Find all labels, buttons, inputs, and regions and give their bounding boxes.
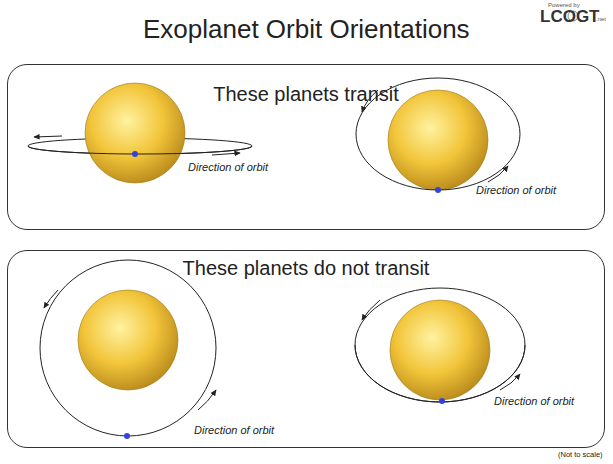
logo-text: LCOGT <box>540 7 600 27</box>
orbit-line <box>28 146 252 154</box>
planet <box>124 433 130 439</box>
planet <box>132 151 138 157</box>
star <box>85 83 185 183</box>
direction-arrow <box>500 374 520 390</box>
star <box>388 90 488 190</box>
diagram-title: Exoplanet Orbit Orientations <box>143 14 470 45</box>
orbit-line <box>355 345 525 402</box>
direction-arrow <box>362 300 380 320</box>
star <box>390 300 490 400</box>
direction-arrow <box>34 136 62 137</box>
orbit-line <box>355 288 525 402</box>
panel-heading: These planets do not transit <box>8 257 604 280</box>
direction-arrow <box>198 390 216 410</box>
panel-box: These planets do not transit <box>7 250 605 448</box>
orbit-line <box>40 260 216 436</box>
direction-label: Direction of orbit <box>188 161 268 173</box>
planet <box>439 398 445 404</box>
panel-box: These planets transit <box>7 64 605 230</box>
logo-text: .net <box>596 16 606 22</box>
panel-heading: These planets transit <box>8 83 604 106</box>
direction-label: Direction of orbit <box>194 424 274 436</box>
direction-arrow <box>44 290 58 308</box>
direction-arrow <box>488 166 508 182</box>
scale-note: (Not to scale) <box>558 450 603 459</box>
direction-arrow <box>212 153 240 155</box>
direction-label: Direction of orbit <box>494 395 574 407</box>
planet <box>435 187 441 193</box>
direction-label: Direction of orbit <box>476 184 556 196</box>
star <box>78 290 178 390</box>
